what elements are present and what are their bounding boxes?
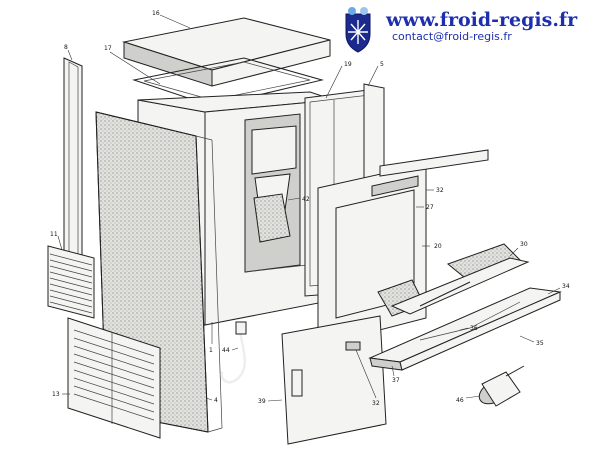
callout-46: 46 bbox=[456, 397, 464, 404]
callout-30: 30 bbox=[520, 241, 528, 248]
callout-32-bottom: 32 bbox=[372, 400, 380, 407]
callout-leaders bbox=[57, 14, 561, 402]
drain-hose bbox=[220, 321, 247, 384]
callout-11: 11 bbox=[50, 231, 58, 238]
callout-20: 20 bbox=[434, 243, 442, 250]
callout-labels: 16 8 17 19 5 42 32 27 11 20 30 34 1 36 4… bbox=[50, 10, 570, 407]
callout-17: 17 bbox=[104, 45, 112, 52]
drain-tray bbox=[377, 243, 530, 317]
callout-13: 13 bbox=[52, 391, 60, 398]
top-lid bbox=[122, 17, 331, 87]
ice-scoop bbox=[478, 365, 525, 407]
front-louvre-grille bbox=[67, 317, 161, 439]
callout-5: 5 bbox=[380, 61, 384, 68]
callout-44: 44 bbox=[222, 347, 230, 354]
callout-16: 16 bbox=[152, 10, 160, 17]
callout-32-top: 32 bbox=[436, 187, 444, 194]
email-link[interactable]: contact@froid-regis.fr bbox=[392, 30, 512, 43]
website-link[interactable]: www.froid-regis.fr bbox=[385, 9, 578, 31]
callout-35: 35 bbox=[536, 340, 544, 347]
callout-4: 4 bbox=[214, 397, 218, 404]
callout-34: 34 bbox=[562, 283, 570, 290]
left-side-panel bbox=[63, 57, 83, 273]
callout-42: 42 bbox=[302, 196, 310, 203]
callout-36: 36 bbox=[470, 325, 478, 332]
callout-39: 39 bbox=[258, 398, 266, 405]
lower-front-panel bbox=[281, 315, 387, 445]
callout-37: 37 bbox=[392, 377, 400, 384]
callout-19: 19 bbox=[344, 61, 352, 68]
snowflake-shield-icon bbox=[345, 7, 371, 53]
callout-1: 1 bbox=[209, 347, 213, 354]
logo bbox=[345, 7, 371, 53]
support-bracket bbox=[368, 287, 562, 371]
side-louvre-grille bbox=[47, 245, 95, 319]
callout-8: 8 bbox=[64, 44, 68, 51]
callout-27: 27 bbox=[426, 204, 434, 211]
